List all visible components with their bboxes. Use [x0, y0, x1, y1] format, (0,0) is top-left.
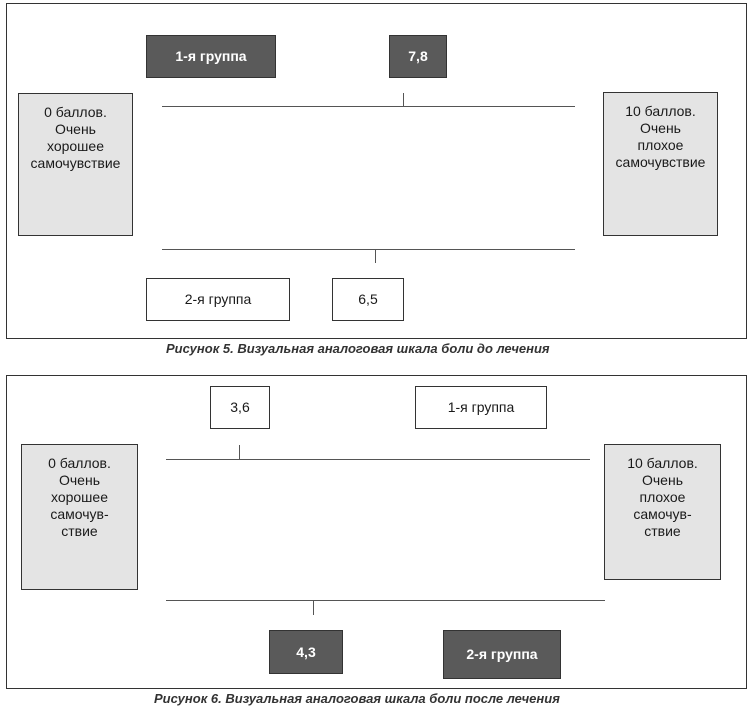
fig6-scale-line-bottom [166, 600, 605, 601]
fig5-scale-tick-bottom [375, 249, 376, 263]
fig5-scale-line-top [162, 106, 575, 107]
fig6-scale-tick-top [239, 445, 240, 459]
fig6-group1-label: 1-я группа [415, 386, 547, 429]
fig6-group2-value: 4,3 [269, 630, 343, 674]
fig5-left-label: 0 баллов. Очень хорошее самочувствие [18, 93, 133, 236]
fig6-left-label: 0 баллов. Очень хорошее самочув- ствие [21, 444, 138, 590]
fig6-scale-tick-bottom [313, 600, 314, 615]
fig5-caption: Рисунок 5. Визуальная аналоговая шкала б… [166, 341, 550, 356]
fig5-group1-value: 7,8 [389, 35, 447, 78]
fig6-scale-line-top [166, 459, 590, 460]
fig5-right-label: 10 баллов. Очень плохое самочувствие [603, 92, 718, 236]
fig5-scale-line-bottom [162, 249, 575, 250]
fig6-right-label: 10 баллов. Очень плохое самочув- ствие [604, 444, 721, 580]
fig6-group1-value: 3,6 [210, 386, 270, 429]
fig5-scale-tick-top [403, 93, 404, 106]
fig6-caption: Рисунок 6. Визуальная аналоговая шкала б… [154, 691, 560, 706]
fig5-group1-label: 1-я группа [146, 35, 276, 78]
fig5-group2-value: 6,5 [332, 278, 404, 321]
fig5-group2-label: 2-я группа [146, 278, 290, 321]
fig6-group2-label: 2-я группа [443, 630, 561, 679]
